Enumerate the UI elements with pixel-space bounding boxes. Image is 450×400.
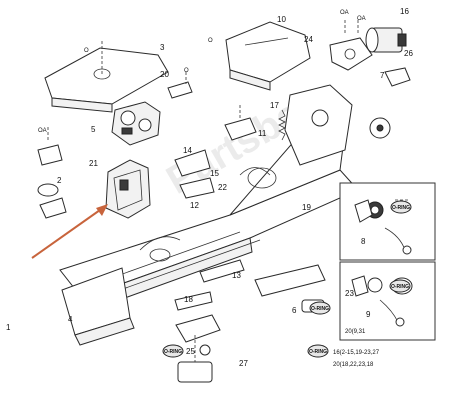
part-24-bracket	[329, 37, 411, 87]
inset-range-label: 20(9,31	[345, 329, 366, 335]
callout-18: 18	[184, 295, 193, 304]
part-2-small-bracket	[37, 125, 67, 219]
marker-oa-left: OA	[38, 128, 47, 134]
marker-oa-top-1: OA	[340, 10, 349, 16]
callout-16: 16	[400, 7, 409, 16]
marker-o-20: O	[184, 68, 189, 74]
callout-3: 3	[160, 43, 165, 52]
badge-4-text: O-RING	[391, 284, 409, 290]
marker-oa-top-2: OA	[357, 16, 366, 22]
badge-5-text: O-RING	[309, 349, 327, 355]
callout-12: 12	[190, 201, 199, 210]
callout-1: 1	[6, 323, 11, 332]
marker-o-10: O	[208, 38, 213, 44]
highlight-arrow	[31, 204, 108, 259]
callout-11: 11	[258, 129, 267, 138]
badge-1-text: O-RING	[311, 306, 329, 312]
part-5-gear-assembly	[111, 101, 161, 146]
legend: 20(9,31 16(2-15,19-23,27 20(18,22,23,18	[333, 329, 380, 368]
callout-23: 23	[345, 289, 354, 298]
legend-line-2: 20(18,22,23,18	[333, 362, 374, 368]
part-13-link	[174, 259, 245, 311]
part-17-spring	[278, 109, 286, 141]
badge-5: O-RING	[307, 344, 329, 358]
callout-24: 24	[304, 35, 313, 44]
callout-27: 27	[239, 359, 248, 368]
inset-bottom	[339, 261, 436, 341]
part-16-motor	[344, 20, 407, 53]
callout-2: 2	[57, 176, 62, 185]
legend-line-1: 16(2-15,19-23,27	[333, 350, 380, 356]
badge-2: O-RING	[162, 344, 184, 358]
marker-o-top: O	[84, 48, 89, 54]
part-4-base	[61, 267, 135, 346]
callout-26: 26	[404, 49, 413, 58]
callout-10: 10	[277, 15, 286, 24]
callouts: 2 3 4 5 6 7 8 9 10 11 12 13 14 15 16 17 …	[6, 7, 413, 368]
part-21-housing	[105, 159, 151, 219]
callout-17: 17	[270, 101, 279, 110]
inset-top	[339, 182, 436, 261]
callout-5: 5	[91, 125, 96, 134]
badge-2-text: O-RING	[164, 349, 182, 355]
part-12-bracket	[174, 149, 215, 199]
callout-14: 14	[183, 146, 192, 155]
badge-4: O-RING	[389, 279, 411, 293]
badge-3: O-RING	[390, 200, 412, 214]
callout-9: 9	[366, 310, 371, 319]
part-27-bottom-assembly	[175, 314, 221, 383]
badge-1: O-RING	[309, 301, 331, 315]
callout-19: 19	[302, 203, 311, 212]
callout-7: 7	[380, 71, 385, 80]
callout-4: 4	[68, 315, 73, 324]
callout-21: 21	[89, 159, 98, 168]
part-3-top-tray	[44, 40, 169, 113]
badge-3-text: O-RING	[392, 205, 410, 211]
part-11-bracket	[224, 104, 257, 141]
callout-6: 6	[292, 306, 297, 315]
markers: OA O O O OA OA	[38, 10, 366, 134]
part-7-lever	[284, 84, 391, 166]
part-10-top-panel	[225, 21, 311, 91]
callout-8: 8	[361, 237, 366, 246]
part-20-clip	[167, 72, 193, 99]
callout-25: 25	[186, 347, 195, 356]
callout-15: 15	[210, 169, 219, 178]
callout-22: 22	[218, 183, 227, 192]
callout-13: 13	[232, 271, 241, 280]
callout-20: 20	[160, 70, 169, 79]
